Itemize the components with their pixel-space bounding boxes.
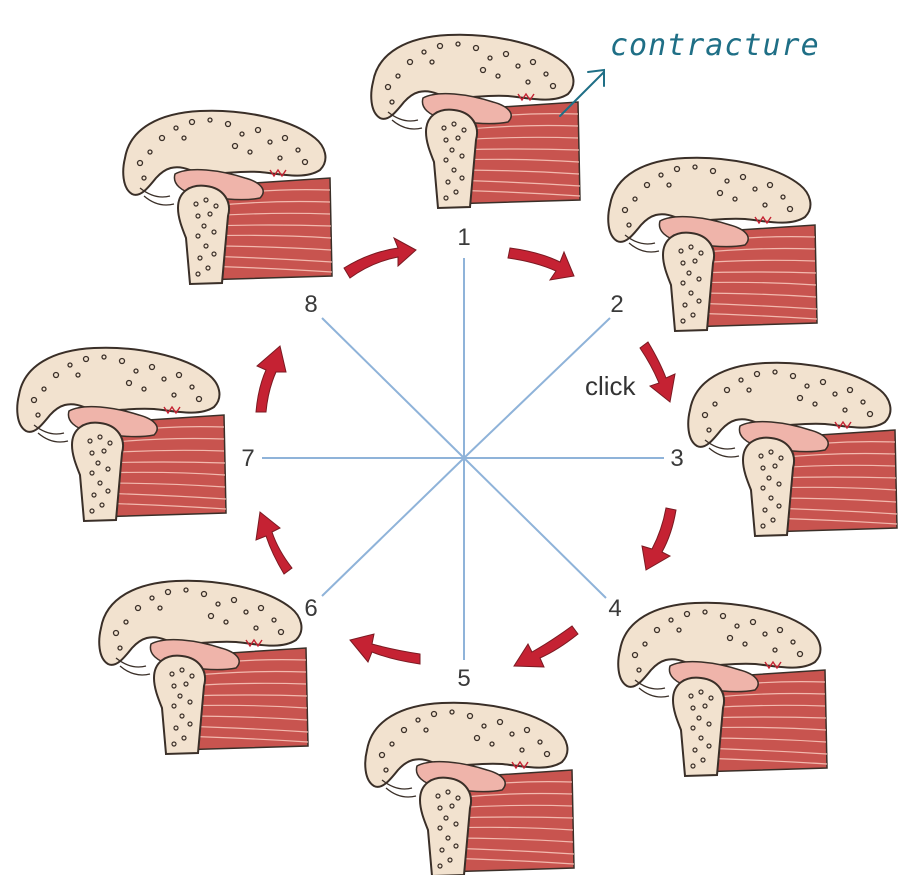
spoke-2 xyxy=(463,317,611,459)
click-label: click xyxy=(585,371,637,401)
arrow-5-to-6 xyxy=(349,633,421,665)
arrow-3-to-4 xyxy=(641,507,677,571)
spoke-8 xyxy=(321,317,465,459)
arrow-8-to-1 xyxy=(343,236,417,279)
contracture-annotation: contracture xyxy=(610,28,820,63)
stage-labels: 1 2 3 4 5 6 7 8 xyxy=(241,224,683,692)
arrow-6-to-7 xyxy=(255,511,293,575)
cycle-arrows xyxy=(255,236,677,668)
joint-illustration-4 xyxy=(617,601,828,777)
joint-illustration-2 xyxy=(607,156,818,332)
stage-label-1: 1 xyxy=(457,224,470,251)
spoke-4 xyxy=(463,457,607,599)
spokes xyxy=(262,258,664,660)
stage-label-5: 5 xyxy=(457,665,470,692)
joint-illustration-6 xyxy=(98,579,309,755)
annotation-arrow xyxy=(559,68,605,117)
stage-label-2: 2 xyxy=(610,291,623,318)
joint-illustration-8 xyxy=(122,109,333,286)
joint-illustration-7 xyxy=(16,346,227,522)
arrow-1-to-2 xyxy=(507,247,575,281)
arrow-7-to-8 xyxy=(255,345,287,413)
stage-label-4: 4 xyxy=(608,595,621,622)
stage-label-6: 6 xyxy=(304,595,317,622)
stage-label-3: 3 xyxy=(670,445,683,472)
joint-illustration-1 xyxy=(370,33,581,210)
arrow-4-to-5 xyxy=(513,625,579,668)
joint-illustration-3 xyxy=(687,361,898,537)
stage-label-8: 8 xyxy=(304,291,317,318)
arrow-2-to-3 xyxy=(639,341,676,403)
stage-label-7: 7 xyxy=(241,445,254,472)
joint-illustration-5 xyxy=(364,701,575,875)
spoke-6 xyxy=(321,457,465,597)
